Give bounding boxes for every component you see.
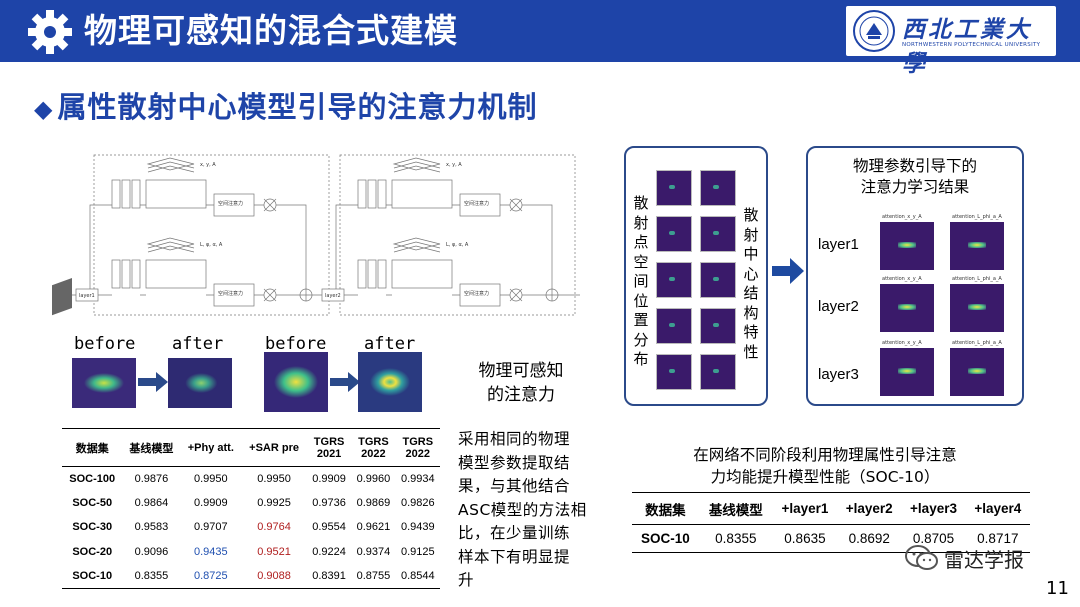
scatter-map [700, 308, 736, 344]
university-seal-icon [853, 10, 895, 52]
after-label-2: after [364, 334, 416, 354]
arrow-right-icon [772, 258, 804, 284]
table-header-row: 数据集 基线模型 +Phy att. +SAR pre TGRS 2021 TG… [62, 428, 440, 467]
scattering-features-panel: 散射点空间位置分布 散射中心结构特性 [624, 146, 768, 406]
diagram-module-3: 空间注意力 [464, 200, 489, 207]
scatter-map [700, 262, 736, 298]
attention-map [950, 348, 1004, 396]
attention-map [880, 222, 934, 270]
scatter-map [656, 170, 692, 206]
scatter-map [700, 170, 736, 206]
scatter-map [656, 354, 692, 390]
diamond-bullet-icon: ◆ [34, 95, 54, 123]
heatmap-after-2 [358, 352, 422, 412]
before-label-2: before [265, 334, 327, 354]
diagram-module-2: 空间注意力 [218, 290, 243, 297]
heatmap-before-1 [72, 358, 136, 408]
arrow-right-icon [138, 372, 168, 392]
table-header: TGRS 2022 [395, 428, 440, 467]
scatter-map [700, 354, 736, 390]
university-logo: 西北工業大學 NORTHWESTERN POLYTECHNICAL UNIVER… [846, 6, 1056, 77]
architecture-diagram: layer1 layer2 空间注意力 空间注意力 空间注意力 空间注意力 x,… [52, 154, 580, 316]
table-header: TGRS 2021 [306, 428, 352, 467]
scatter-map [656, 216, 692, 252]
scatter-map [656, 308, 692, 344]
scatter-map [656, 262, 692, 298]
university-name-en: NORTHWESTERN POLYTECHNICAL UNIVERSITY [902, 42, 1041, 48]
heatmap-after-1 [168, 358, 232, 408]
layer2-label: layer2 [818, 298, 859, 315]
attention-map [950, 284, 1004, 332]
table-header: +SAR pre [241, 428, 307, 467]
section-subtitle: ◆属性散射中心模型引导的注意力机制 [34, 90, 538, 124]
scatter-position-label: 散射点空间位置分布 [633, 194, 649, 368]
before-label-1: before [74, 334, 136, 354]
table-header-row: 数据集 基线模型 +layer1 +layer2 +layer3 +layer4 [632, 492, 1030, 525]
table-row: SOC-10 0.8355 0.8635 0.8692 0.8705 0.871… [632, 524, 1030, 553]
attention-map [880, 284, 934, 332]
physics-attention-title: 物理可感知 的注意力 [478, 361, 564, 405]
diagram-layer1-label: layer1 [79, 293, 95, 299]
layer1-label: layer1 [818, 236, 859, 253]
diagram-module-1: 空间注意力 [218, 200, 243, 207]
layer3-label: layer3 [818, 366, 859, 383]
table-header: 基线模型 [122, 428, 181, 467]
slide-header: 物理可感知的混合式建模 西北工業大學 NORTHWESTERN POLYTECH… [0, 0, 1080, 77]
table-header: TGRS 2022 [351, 428, 396, 467]
layer-guidance-note: 在网络不同阶段利用物理属性引导注意 力均能提升模型性能（SOC-10） [693, 446, 957, 486]
comparison-table: 数据集 基线模型 +Phy att. +SAR pre TGRS 2021 TG… [62, 428, 440, 589]
heatmap-before-2 [264, 352, 328, 412]
diagram-bottom-params-2: L, φ, α, A [446, 242, 469, 248]
layer-ablation-table: 数据集 基线模型 +layer1 +layer2 +layer3 +layer4… [632, 492, 1030, 553]
arrow-right-icon [330, 372, 360, 392]
table-header: 数据集 [62, 428, 123, 467]
table-header: +Phy att. [180, 428, 242, 467]
attention-results-title: 物理参数引导下的 注意力学习结果 [852, 157, 977, 196]
university-name-cn: 西北工業大學 [902, 16, 1032, 77]
scatter-structure-label: 散射中心结构特性 [743, 206, 759, 361]
page-number: 11 [1046, 578, 1069, 599]
after-label-1: after [172, 334, 224, 354]
brand-watermark: 雷达学报 [944, 548, 1024, 572]
diagram-layer2-label: layer2 [325, 293, 341, 299]
wechat-icon [905, 545, 938, 570]
gear-icon [28, 10, 72, 54]
diagram-top-params-1: x, y, A [200, 162, 216, 168]
diagram-top-params-2: x, y, A [446, 162, 462, 168]
attention-map [880, 348, 934, 396]
physics-attention-description: 采用相同的物理 模型参数提取结 果，与其他结合 ASC模型的方法相 比，在少量训… [458, 430, 587, 589]
attention-map [950, 222, 1004, 270]
diagram-module-4: 空间注意力 [464, 290, 489, 297]
diagram-bottom-params-1: L, φ, α, A [200, 242, 223, 248]
attention-results-panel: 物理参数引导下的 注意力学习结果 layer1 layer2 layer3 at… [806, 146, 1024, 406]
scatter-map [700, 216, 736, 252]
slide-title: 物理可感知的混合式建模 [84, 11, 458, 50]
